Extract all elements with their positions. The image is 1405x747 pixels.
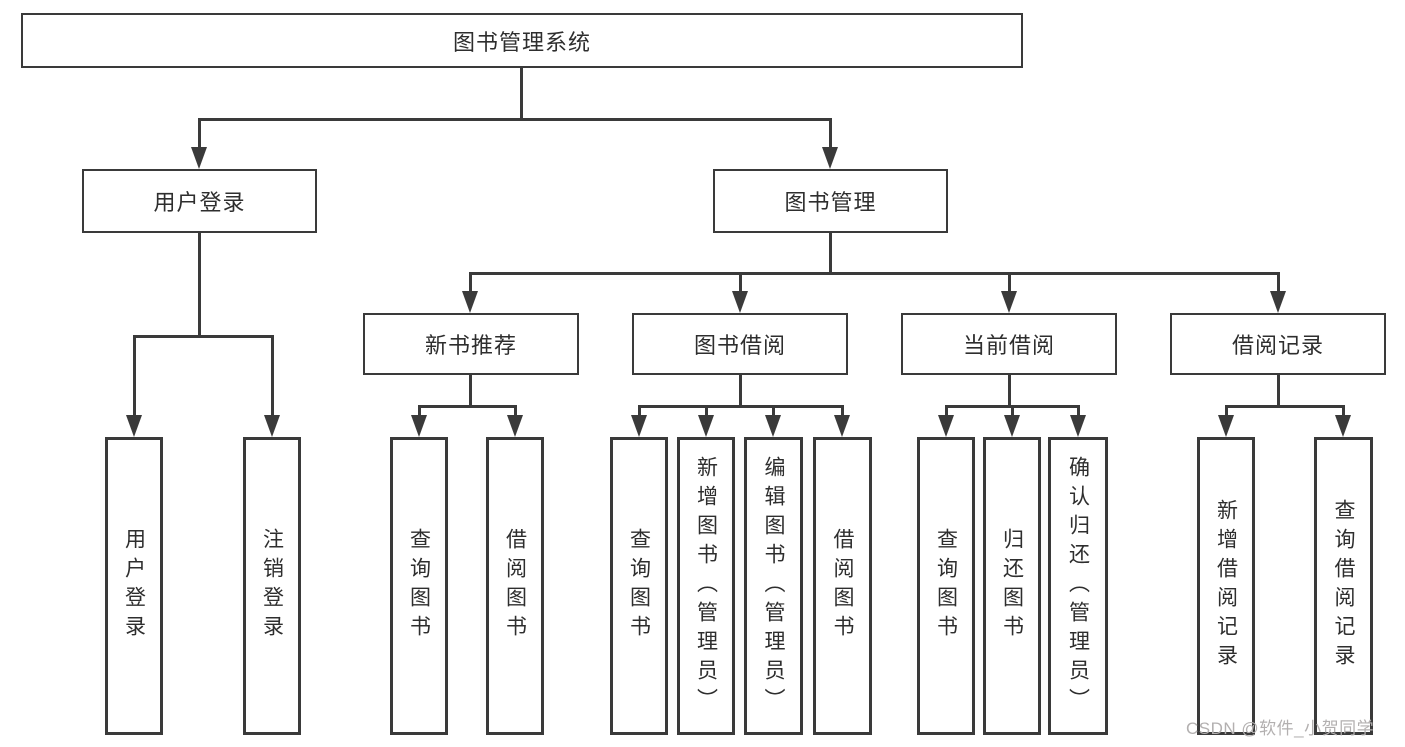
connector-drop-book-borrow: [739, 272, 742, 294]
leaf-add-borrow-record: 新增借阅记录: [1197, 437, 1255, 735]
arrowhead: [765, 415, 781, 437]
connector-drop: [638, 405, 641, 417]
arrowhead-book-management: [822, 147, 838, 169]
arrowhead-logout-leaf: [264, 415, 280, 437]
connector-drop: [1342, 405, 1345, 417]
connector-drop-book-management: [829, 118, 832, 148]
node-user-login: 用户登录: [82, 169, 317, 233]
connector-drop-borrow-record: [1277, 272, 1280, 294]
leaf-user-login: 用户登录: [105, 437, 163, 735]
leaf-query-books-1: 查询图书: [390, 437, 448, 735]
connector-new-book-hline: [418, 405, 516, 408]
connector-book-management-stem: [829, 233, 832, 274]
connector-drop: [1077, 405, 1080, 417]
connector-root-stem: [520, 68, 523, 119]
node-book-borrow: 图书借阅: [632, 313, 848, 375]
node-book-management: 图书管理: [713, 169, 948, 233]
arrowhead: [411, 415, 427, 437]
connector-drop: [1225, 405, 1228, 417]
leaf-borrow-books-1: 借阅图书: [486, 437, 544, 735]
connector-borrow-record-hline: [1225, 405, 1344, 408]
connector-level2-hline: [198, 118, 831, 121]
arrowhead-current-borrow: [1001, 291, 1017, 313]
node-library-management-system: 图书管理系统: [21, 13, 1023, 68]
arrowhead: [507, 415, 523, 437]
leaf-query-books-2: 查询图书: [610, 437, 668, 735]
node-borrow-record: 借阅记录: [1170, 313, 1386, 375]
node-current-borrow: 当前借阅: [901, 313, 1117, 375]
connector-book-borrow-hline: [638, 405, 843, 408]
connector-drop-new-book: [469, 272, 472, 294]
arrowhead: [834, 415, 850, 437]
csdn-watermark: CSDN @软件_小贺同学: [1186, 719, 1375, 738]
connector-user-login-stem: [198, 233, 201, 335]
leaf-edit-books-admin: 编辑图书（管理员）: [744, 437, 803, 735]
arrowhead-login-leaf: [126, 415, 142, 437]
leaf-return-books: 归还图书: [983, 437, 1041, 735]
connector-level3-hline: [469, 272, 1279, 275]
leaf-query-books-3: 查询图书: [917, 437, 975, 735]
arrowhead-user-login: [191, 147, 207, 169]
connector-drop: [945, 405, 948, 417]
arrowhead: [698, 415, 714, 437]
arrowhead: [938, 415, 954, 437]
arrowhead-new-book: [462, 291, 478, 313]
connector-drop: [418, 405, 421, 417]
arrowhead: [1335, 415, 1351, 437]
arrowhead: [1070, 415, 1086, 437]
connector-book-borrow-stem: [739, 375, 742, 405]
leaf-logout: 注销登录: [243, 437, 301, 735]
connector-new-book-stem: [469, 375, 472, 405]
arrowhead-borrow-record: [1270, 291, 1286, 313]
connector-borrow-record-stem: [1277, 375, 1280, 405]
arrowhead: [1218, 415, 1234, 437]
connector-drop: [841, 405, 844, 417]
connector-drop: [772, 405, 775, 417]
connector-drop-current-borrow: [1008, 272, 1011, 294]
connector-current-borrow-stem: [1008, 375, 1011, 405]
connector-drop: [514, 405, 517, 417]
leaf-add-books-admin: 新增图书（管理员）: [677, 437, 735, 735]
node-new-book-recommend: 新书推荐: [363, 313, 579, 375]
leaf-query-borrow-record: 查询借阅记录: [1314, 437, 1373, 735]
leaf-confirm-return-admin: 确认归还（管理员）: [1048, 437, 1108, 735]
connector-drop-logout-leaf: [271, 335, 274, 416]
connector-drop: [1011, 405, 1014, 417]
connector-drop-login-leaf: [133, 335, 136, 416]
arrowhead: [631, 415, 647, 437]
arrowhead-book-borrow: [732, 291, 748, 313]
connector-drop: [705, 405, 708, 417]
connector-user-login-hline: [133, 335, 273, 338]
arrowhead: [1004, 415, 1020, 437]
connector-drop-user-login: [198, 118, 201, 148]
leaf-borrow-books-2: 借阅图书: [813, 437, 872, 735]
